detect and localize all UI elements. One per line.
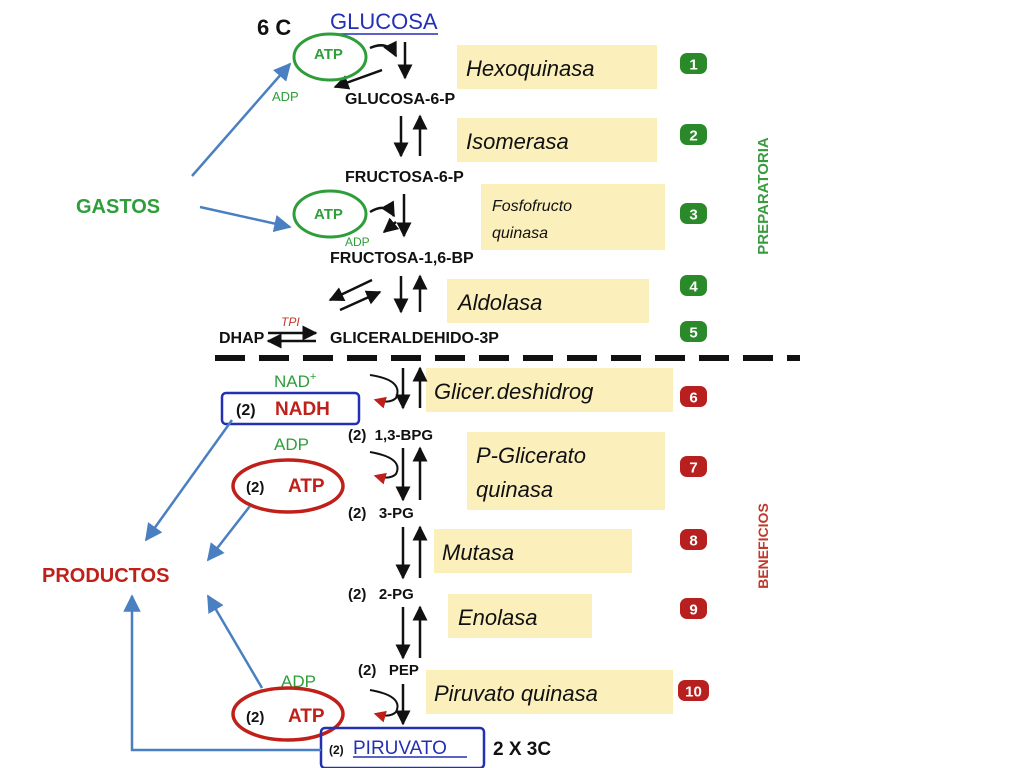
enzyme-label-line1: P-Glicerato bbox=[476, 443, 586, 468]
metabolite-dhap: DHAP bbox=[219, 330, 265, 347]
enzyme-box-3: Fosfofructo quinasa bbox=[481, 184, 665, 250]
svg-text:7: 7 bbox=[689, 460, 697, 477]
svg-text:3: 3 bbox=[689, 207, 697, 224]
step-badge-3: 3 bbox=[680, 203, 707, 224]
atp-label: ATP bbox=[288, 476, 325, 497]
nadh-box: (2) NADH bbox=[220, 391, 361, 426]
adp-label-3: ADP bbox=[274, 435, 309, 454]
metabolite-fructose-6-p: FRUCTOSA-6-P bbox=[345, 169, 464, 186]
enzyme-label: Aldolasa bbox=[456, 290, 542, 315]
pyruvate-count: (2) bbox=[329, 743, 344, 757]
svg-text:8: 8 bbox=[689, 533, 697, 550]
metabolite-glucose-6-p: GLUCOSA-6-P bbox=[345, 91, 456, 108]
metabolite-1-3-bpg: (2) 1,3-BPG bbox=[348, 427, 433, 444]
nadh-count: (2) bbox=[236, 402, 256, 419]
enzyme-label: Mutasa bbox=[442, 540, 514, 565]
nad-text: NAD bbox=[274, 372, 310, 391]
enzyme-box-8: Mutasa bbox=[434, 529, 632, 573]
step-badge-6: 6 bbox=[680, 386, 707, 407]
metabolite-glyceraldehyde-3p: GLICERALDEHIDO-3P bbox=[330, 330, 499, 347]
glucose-label: GLUCOSA bbox=[330, 9, 438, 34]
adp-label-1: ADP bbox=[272, 89, 299, 104]
products-label: PRODUCTOS bbox=[42, 565, 169, 587]
atp-count: (2) bbox=[246, 709, 264, 726]
svg-text:9: 9 bbox=[689, 602, 697, 619]
phase-label-benefits: BENEFICIOS bbox=[755, 503, 771, 589]
atp-label: ATP bbox=[288, 706, 325, 727]
costs-label: GASTOS bbox=[76, 196, 160, 218]
metabolite-fructose-1-6-bp: FRUCTOSA-1,6-BP bbox=[330, 250, 474, 267]
enzyme-label: Glicer.deshidrog bbox=[434, 379, 594, 404]
nad-superscript: + bbox=[310, 371, 316, 383]
carbon-count-start: 6 C bbox=[257, 15, 291, 40]
enzyme-box-4: Aldolasa bbox=[447, 279, 649, 323]
enzyme-box-7: P-Glicerato quinasa bbox=[467, 432, 665, 510]
cofactor-curls bbox=[369, 374, 399, 723]
adp-label-2: ADP bbox=[345, 235, 370, 249]
atp-consumed-1: ATP bbox=[292, 32, 368, 82]
pyruvate-label: PIRUVATO bbox=[353, 738, 447, 759]
atp-produced-1: (2) ATP bbox=[231, 458, 345, 514]
atp-consumed-2: ATP bbox=[292, 189, 368, 239]
adp-label-4: ADP bbox=[281, 672, 316, 691]
svg-text:10: 10 bbox=[685, 684, 702, 701]
enzyme-box-6: Glicer.deshidrog bbox=[426, 368, 673, 412]
phase-label-preparatory: PREPARATORIA bbox=[755, 137, 772, 255]
enzyme-label-line1: Fosfofructo bbox=[492, 198, 572, 215]
atp-produced-2: (2) ATP bbox=[231, 686, 345, 742]
step-badge-5: 5 bbox=[680, 321, 707, 342]
enzyme-box-9: Enolasa bbox=[448, 594, 592, 638]
pathway-arrows bbox=[266, 40, 428, 726]
step-badge-8: 8 bbox=[680, 529, 707, 550]
pyruvate-box: (2) PIRUVATO bbox=[319, 726, 486, 768]
atp-label: ATP bbox=[314, 46, 343, 63]
svg-text:1: 1 bbox=[689, 57, 697, 74]
enzyme-label-line2: quinasa bbox=[492, 225, 548, 242]
step-badge-1: 1 bbox=[680, 53, 707, 74]
enzyme-label: Hexoquinasa bbox=[466, 56, 594, 81]
step-badge-9: 9 bbox=[680, 598, 707, 619]
svg-text:2: 2 bbox=[689, 128, 697, 145]
enzyme-box-10: Piruvato quinasa bbox=[426, 670, 673, 714]
enzyme-box-1: Hexoquinasa bbox=[457, 45, 657, 89]
metabolite-3-pg: (2) 3-PG bbox=[348, 505, 414, 522]
metabolite-pep: (2) PEP bbox=[358, 662, 419, 679]
nad-label: NAD+ bbox=[274, 371, 316, 391]
step-badge-4: 4 bbox=[680, 275, 707, 296]
svg-text:4: 4 bbox=[689, 279, 698, 296]
enzyme-tpi: TPI bbox=[281, 315, 300, 329]
atp-count: (2) bbox=[246, 479, 264, 496]
svg-text:5: 5 bbox=[689, 325, 697, 342]
step-badge-7: 7 bbox=[680, 456, 707, 477]
atp-label: ATP bbox=[314, 206, 343, 223]
step-badge-10: 10 bbox=[678, 680, 709, 701]
svg-text:6: 6 bbox=[689, 390, 697, 407]
enzyme-label: Isomerasa bbox=[466, 129, 569, 154]
nadh-label: NADH bbox=[275, 399, 330, 420]
enzyme-label: Enolasa bbox=[458, 605, 538, 630]
relation-arrows bbox=[123, 62, 321, 752]
enzyme-label: Piruvato quinasa bbox=[434, 681, 598, 706]
step-badge-2: 2 bbox=[680, 124, 707, 145]
enzyme-box-2: Isomerasa bbox=[457, 118, 657, 162]
metabolite-2-pg: (2) 2-PG bbox=[348, 586, 414, 603]
enzyme-label-line2: quinasa bbox=[476, 477, 553, 502]
carbon-count-end: 2 X 3C bbox=[493, 739, 551, 760]
